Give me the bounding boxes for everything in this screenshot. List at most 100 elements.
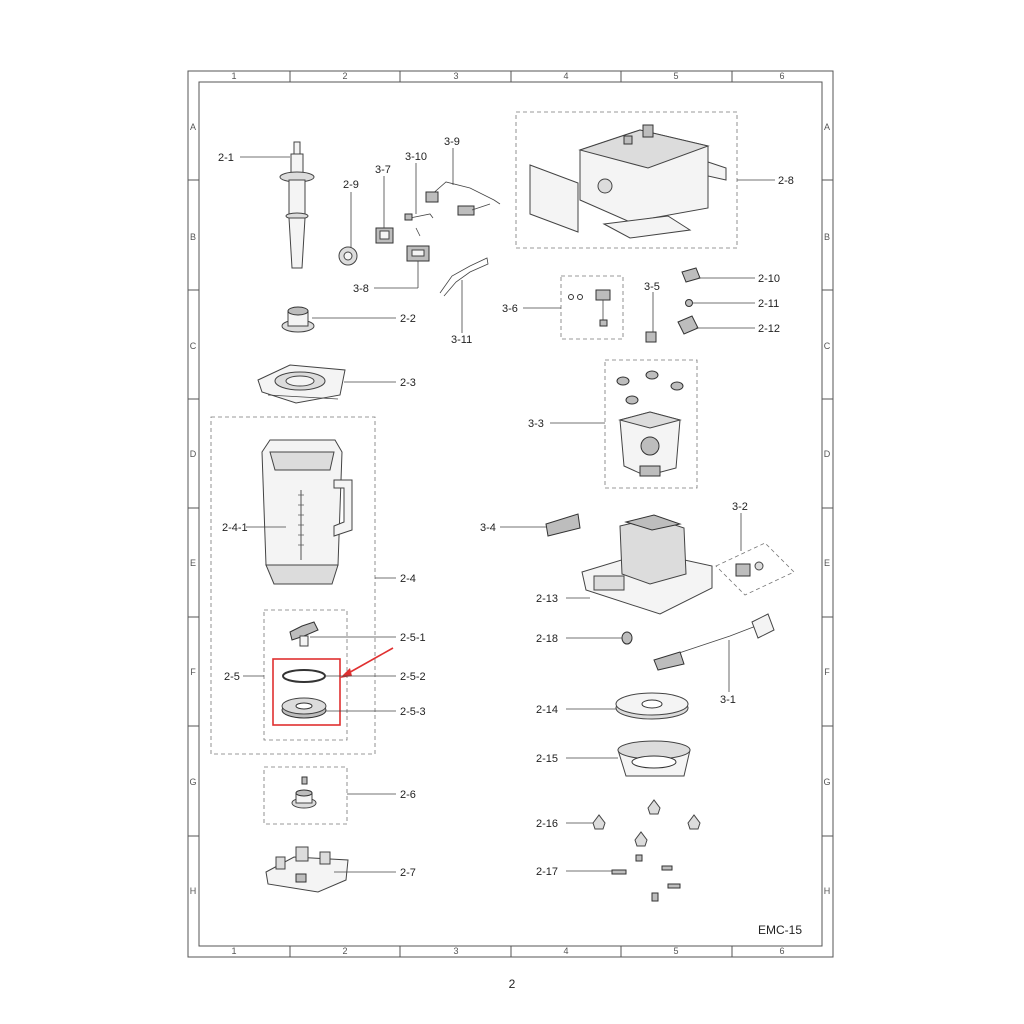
leader-lines — [240, 148, 775, 873]
part-3-3-drawing — [616, 370, 684, 477]
row-label: D — [824, 449, 831, 459]
row-label: G — [823, 777, 830, 787]
label-2-15: 2-15 — [536, 753, 558, 765]
label-3-6: 3-6 — [502, 303, 518, 315]
part-2-3-drawing — [257, 364, 346, 404]
row-labels-right: A B C D E F G H — [823, 122, 830, 896]
label-2-9: 2-9 — [343, 179, 359, 191]
label-2-5-1: 2-5-1 — [400, 632, 426, 644]
label-2-14: 2-14 — [536, 704, 558, 716]
part-2-7-drawing — [265, 846, 349, 893]
label-2-18: 2-18 — [536, 633, 558, 645]
label-3-7: 3-7 — [375, 164, 391, 176]
part-labels: 2-1 2-2 2-3 2-4 2-4-1 2-5 2-5-1 2-5-2 2-… — [218, 136, 794, 879]
label-3-8: 3-8 — [353, 283, 369, 295]
part-2-8-drawing — [529, 124, 727, 239]
part-2-12-drawing — [677, 315, 699, 335]
label-2-12: 2-12 — [758, 323, 780, 335]
row-label: D — [190, 449, 197, 459]
col-label: 4 — [563, 71, 568, 81]
label-2-2: 2-2 — [400, 313, 416, 325]
label-3-10: 3-10 — [405, 151, 427, 163]
label-2-4-1: 2-4-1 — [222, 522, 248, 534]
part-2-16-drawing — [592, 799, 701, 847]
row-label: H — [190, 886, 197, 896]
model-code: EMC-15 — [758, 923, 802, 937]
part-3-4-drawing — [545, 513, 581, 537]
column-labels-top: 1 2 3 4 5 6 — [231, 71, 784, 81]
part-2-4-1-drawing — [261, 439, 353, 585]
label-2-6: 2-6 — [400, 789, 416, 801]
part-2-18-drawing — [621, 631, 633, 645]
col-label: 5 — [673, 946, 678, 956]
part-3-5-drawing — [645, 331, 657, 343]
label-3-1: 3-1 — [720, 694, 736, 706]
label-3-5: 3-5 — [644, 281, 660, 293]
row-label: C — [190, 341, 197, 351]
label-2-7: 2-7 — [400, 867, 416, 879]
col-label: 4 — [563, 946, 568, 956]
group-box-3-2 — [715, 542, 795, 596]
highlight-box — [272, 658, 341, 726]
part-2-5-2-drawing — [282, 669, 326, 683]
row-labels-left: A B C D E F G H — [189, 122, 196, 896]
part-3-2-drawing — [735, 561, 764, 577]
part-2-15-drawing — [617, 740, 691, 777]
col-label: 2 — [342, 71, 347, 81]
part-3-8-drawing — [406, 245, 430, 262]
part-2-10-drawing — [681, 267, 701, 283]
row-label: B — [824, 232, 830, 242]
label-2-16: 2-16 — [536, 818, 558, 830]
part-2-13-drawing — [581, 514, 713, 615]
group-box-2-4 — [210, 416, 376, 755]
part-2-6-drawing — [291, 776, 317, 809]
part-2-5-3-drawing — [281, 697, 327, 719]
row-label: G — [189, 777, 196, 787]
label-2-3: 2-3 — [400, 377, 416, 389]
col-label: 3 — [453, 71, 458, 81]
part-3-11-drawing — [439, 257, 489, 297]
row-label: E — [190, 558, 196, 568]
part-3-9-drawing — [425, 181, 501, 216]
grid-ticks — [188, 71, 833, 957]
col-label: 3 — [453, 946, 458, 956]
label-2-5-2: 2-5-2 — [400, 671, 426, 683]
row-label: B — [190, 232, 196, 242]
part-2-2-drawing — [281, 306, 315, 333]
part-3-10-drawing — [404, 213, 434, 237]
row-label: A — [190, 122, 196, 132]
label-2-13: 2-13 — [536, 593, 558, 605]
part-2-9-drawing — [338, 246, 358, 266]
part-2-5-1-drawing — [289, 621, 319, 647]
group-box-3-3 — [604, 359, 698, 489]
label-2-5: 2-5 — [224, 671, 240, 683]
column-labels-bottom: 1 2 3 4 5 6 — [231, 946, 784, 956]
group-box-3-6 — [560, 275, 624, 340]
highlight-arrow — [340, 647, 394, 678]
label-3-4: 3-4 — [480, 522, 496, 534]
row-label: F — [824, 667, 830, 677]
label-3-9: 3-9 — [444, 136, 460, 148]
row-label: A — [824, 122, 830, 132]
row-label: H — [824, 886, 831, 896]
col-label: 6 — [779, 71, 784, 81]
part-2-1-drawing — [279, 141, 315, 269]
label-3-11: 3-11 — [451, 334, 472, 346]
part-3-1-drawing — [653, 613, 775, 671]
part-3-6-drawing — [568, 289, 611, 327]
row-label: E — [824, 558, 830, 568]
part-2-14-drawing — [615, 692, 689, 720]
part-2-11-drawing — [685, 299, 693, 307]
part-2-17-drawing — [611, 854, 681, 902]
col-label: 1 — [231, 71, 236, 81]
label-3-2: 3-2 — [732, 501, 748, 513]
label-2-5-3: 2-5-3 — [400, 706, 426, 718]
row-label: F — [190, 667, 196, 677]
label-2-8: 2-8 — [778, 175, 794, 187]
col-label: 6 — [779, 946, 784, 956]
label-3-3: 3-3 — [528, 418, 544, 430]
row-label: C — [824, 341, 831, 351]
part-3-7-drawing — [375, 227, 394, 244]
label-2-11: 2-11 — [758, 298, 779, 310]
